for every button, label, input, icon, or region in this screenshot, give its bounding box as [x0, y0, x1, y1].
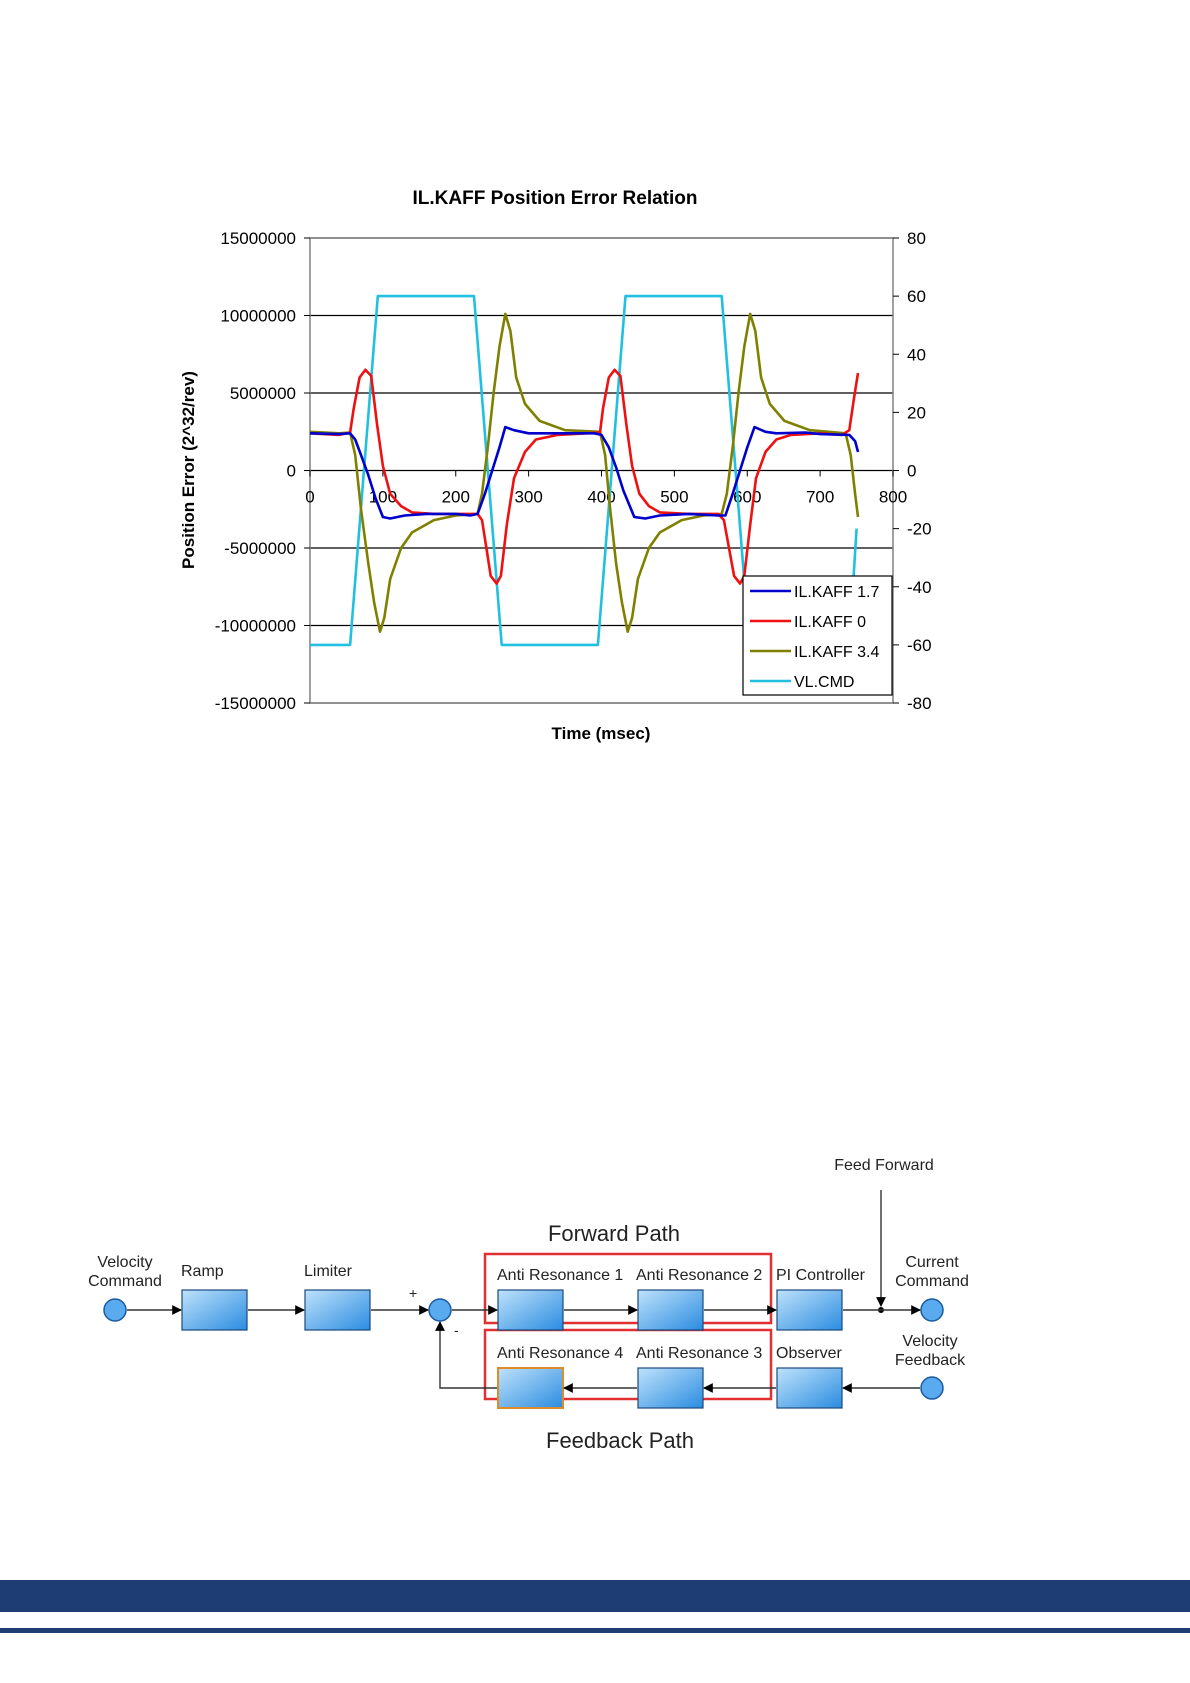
y2-tick-label: -20 [907, 520, 932, 539]
y2-tick-label: -60 [907, 636, 932, 655]
anti-resonance-4-label: Anti Resonance 4 [497, 1345, 623, 1362]
velocity-command-node [103, 1298, 127, 1322]
series-line-1 [309, 368, 860, 585]
feed-forward-label: Feed Forward [834, 1157, 934, 1174]
velocity-feedback-node [920, 1376, 944, 1400]
forward-path-label: Forward Path [548, 1221, 680, 1246]
velocity-command-label-line2: Command [88, 1273, 162, 1290]
limiter-label: Limiter [304, 1263, 353, 1280]
x-tick-label: 700 [806, 488, 834, 507]
legend-entry: IL.KAFF 1.7 [794, 584, 879, 601]
current-command-label-line2: Command [895, 1273, 969, 1290]
series-line-2 [309, 312, 860, 634]
y2-tick-label: 40 [907, 345, 926, 364]
anti-resonance-1-block [497, 1289, 564, 1331]
anti-resonance-1-label: Anti Resonance 1 [497, 1267, 623, 1284]
y2-tick-label: 80 [907, 229, 926, 248]
anti-resonance-3-block [637, 1367, 704, 1409]
y-tick-label: 15000000 [220, 229, 296, 248]
pi-controller-block [776, 1289, 843, 1331]
limiter-block [304, 1289, 371, 1331]
y2-tick-label: 60 [907, 287, 926, 306]
feedback-path-label: Feedback Path [546, 1428, 694, 1453]
y-tick-label: -10000000 [215, 617, 296, 636]
ramp-block [181, 1289, 248, 1331]
legend-entry: VL.CMD [794, 674, 854, 691]
observer-block [776, 1367, 843, 1409]
y2-tick-label: -40 [907, 578, 932, 597]
anti-resonance-3-label: Anti Resonance 3 [636, 1345, 762, 1362]
signal-connectors [127, 1190, 921, 1393]
legend-box [742, 575, 893, 696]
footer-rule [0, 1628, 1190, 1633]
y-tick-label: 5000000 [230, 384, 296, 403]
x-axis-label: Time (msec) [552, 724, 651, 743]
y-tick-label: 10000000 [220, 307, 296, 326]
pi-controller-label: PI Controller [776, 1267, 866, 1284]
velocity-loop-block-diagram: Forward Path Feedback Path Feed Forward … [88, 1157, 969, 1453]
y2-tick-label: -80 [907, 694, 932, 713]
x-tick-label: 300 [514, 488, 542, 507]
footer-band [0, 1580, 1190, 1612]
y2-tick-label: 20 [907, 403, 926, 422]
chart-title: IL.KAFF Position Error Relation [412, 188, 697, 209]
chart-legend: IL.KAFF 1.7IL.KAFF 0 IL.KAFF 3.4VL.CMD [742, 575, 893, 696]
y-tick-label: -5000000 [224, 539, 296, 558]
feedback-path-box [483, 1328, 773, 1401]
y-axis-label: Position Error (2^32/rev) [179, 371, 198, 569]
velocity-feedback-label-line1: Velocity [902, 1333, 957, 1350]
x-tick-label: 0 [305, 488, 314, 507]
x-tick-label: 800 [879, 488, 907, 507]
anti-resonance-4-block [497, 1367, 564, 1409]
plus-sign: + [409, 1285, 417, 1301]
current-command-node [920, 1298, 944, 1322]
legend-entry: IL.KAFF 0 [794, 614, 866, 631]
velocity-command-label-line1: Velocity [97, 1254, 152, 1271]
observer-label: Observer [776, 1345, 842, 1362]
current-command-label-line1: Current [905, 1254, 959, 1271]
y-axis-right: 80 60 40 20 0 -20 -40 -60 -80 [893, 229, 932, 713]
ramp-label: Ramp [181, 1263, 224, 1280]
summing-junction [428, 1298, 452, 1322]
anti-resonance-2-block [637, 1289, 704, 1331]
y-tick-label: 0 [287, 462, 296, 481]
legend-entry: IL.KAFF 3.4 [794, 644, 879, 661]
y-axis-left: 15000000 10000000 5000000 0 -5000000 -1000000… [215, 229, 310, 713]
y-tick-label: -15000000 [215, 694, 296, 713]
x-tick-label: 200 [442, 488, 470, 507]
series-line-0 [309, 425, 860, 520]
forward-path-box [483, 1252, 773, 1325]
minus-sign: - [454, 1322, 459, 1338]
velocity-feedback-label-line2: Feedback [895, 1352, 966, 1369]
anti-resonance-2-label: Anti Resonance 2 [636, 1267, 762, 1284]
x-tick-label: 500 [660, 488, 688, 507]
y2-tick-label: 0 [907, 462, 916, 481]
